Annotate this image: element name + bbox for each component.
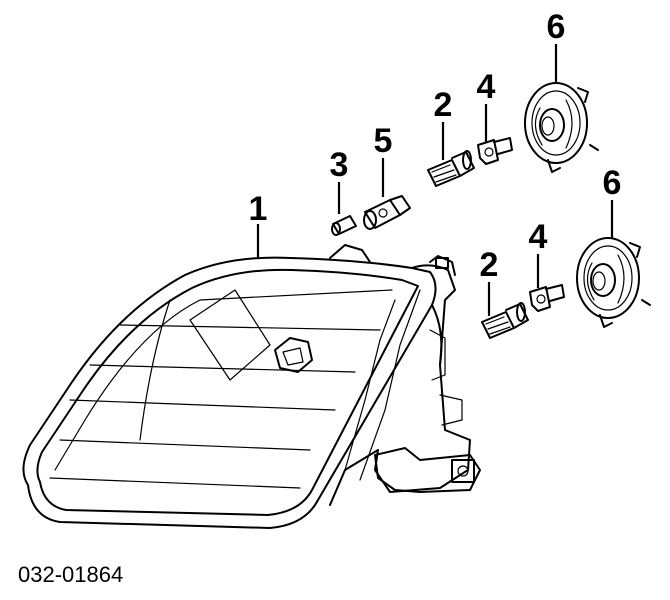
callout-1: 1 <box>249 190 268 228</box>
headlamp-assembly <box>22 244 481 529</box>
callout-3: 3 <box>330 146 349 184</box>
callout-6-lower: 6 <box>603 164 622 202</box>
callout-4-upper: 4 <box>477 68 496 106</box>
bulb-socket <box>363 195 411 230</box>
retaining-clip-lower <box>529 284 565 312</box>
dust-cover-lower <box>576 237 651 328</box>
callout-6-upper: 6 <box>547 8 566 46</box>
side-marker-bulb <box>331 215 357 236</box>
headlamp-bulb-lower <box>481 302 529 339</box>
headlamp-bulb-upper <box>427 150 475 187</box>
callout-2-lower: 2 <box>480 246 499 284</box>
retaining-clip-upper <box>477 137 513 165</box>
callout-5: 5 <box>374 122 393 160</box>
callout-4-lower: 4 <box>529 218 548 256</box>
callout-2-upper: 2 <box>434 86 453 124</box>
dust-cover-upper <box>524 82 599 173</box>
diagram-part-code: 032-01864 <box>18 562 123 587</box>
